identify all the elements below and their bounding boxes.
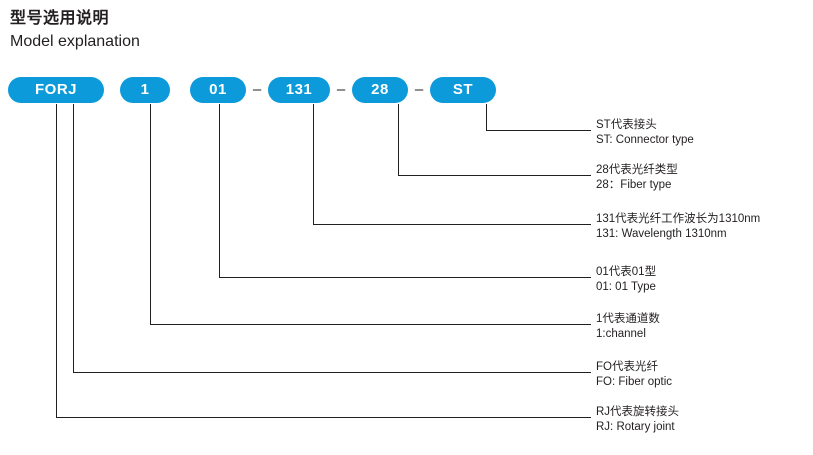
leader-line-rj-vertical xyxy=(56,104,57,417)
segment-type: 01 xyxy=(190,77,246,103)
segment-forj: FORJ xyxy=(8,77,104,103)
leader-line-fiber-vertical xyxy=(398,104,399,175)
leader-line-st-horizontal xyxy=(486,130,591,131)
leader-line-rj-horizontal xyxy=(56,417,591,418)
leader-line-fo-horizontal xyxy=(73,372,591,373)
callout-rotary-joint-cn: RJ代表旋转接头 xyxy=(596,406,680,418)
callout-fiber-optic: FO代表光纤 FO: Fiber optic xyxy=(596,360,672,390)
separator-1: – xyxy=(252,81,262,98)
leader-line-channel-horizontal xyxy=(150,324,591,325)
leader-line-type-vertical xyxy=(219,104,220,277)
leader-line-st-vertical xyxy=(486,104,487,130)
callout-fiber-type: 28代表光纤类型 28：Fiber type xyxy=(596,163,678,193)
leader-line-type-horizontal xyxy=(219,277,591,278)
leader-line-fiber-horizontal xyxy=(398,175,591,176)
callout-connector: ST代表接头 ST: Connector type xyxy=(596,118,694,148)
callout-fiber-type-en: 28：Fiber type xyxy=(596,179,672,191)
page-title-cn: 型号选用说明 xyxy=(10,10,110,27)
leader-line-wavelength-vertical xyxy=(313,104,314,224)
separator-2: – xyxy=(336,81,346,98)
callout-fiber-optic-cn: FO代表光纤 xyxy=(596,361,658,373)
callout-wavelength-en: 131: Wavelength 1310nm xyxy=(596,228,727,240)
page-title-en: Model explanation xyxy=(10,33,140,50)
callout-wavelength-cn: 131代表光纤工作波长为1310nm xyxy=(596,213,761,225)
separator-3: – xyxy=(414,81,424,98)
callout-fiber-optic-en: FO: Fiber optic xyxy=(596,376,673,388)
callout-rotary-joint: RJ代表旋转接头 RJ: Rotary joint xyxy=(596,405,679,435)
callout-rotary-joint-en: RJ: Rotary joint xyxy=(596,421,675,433)
callout-type: 01代表01型 01: 01 Type xyxy=(596,265,656,295)
callout-fiber-type-cn: 28代表光纤类型 xyxy=(596,164,678,176)
leader-line-channel-vertical xyxy=(150,104,151,324)
callout-channel: 1代表通道数 1:channel xyxy=(596,312,660,342)
callout-channel-en: 1:channel xyxy=(596,328,646,340)
callout-channel-cn: 1代表通道数 xyxy=(596,313,660,325)
callout-connector-en: ST: Connector type xyxy=(596,134,694,146)
segment-wavelength: 131 xyxy=(268,77,330,103)
callout-wavelength: 131代表光纤工作波长为1310nm 131: Wavelength 1310n… xyxy=(596,212,760,242)
segment-connector: ST xyxy=(430,77,496,103)
segment-fiber: 28 xyxy=(352,77,408,103)
callout-type-en: 01: 01 Type xyxy=(596,281,656,293)
callout-type-cn: 01代表01型 xyxy=(596,266,657,278)
leader-line-wavelength-horizontal xyxy=(313,224,591,225)
leader-line-fo-vertical xyxy=(73,104,74,372)
segment-channel: 1 xyxy=(120,77,170,103)
callout-connector-cn: ST代表接头 xyxy=(596,119,657,131)
